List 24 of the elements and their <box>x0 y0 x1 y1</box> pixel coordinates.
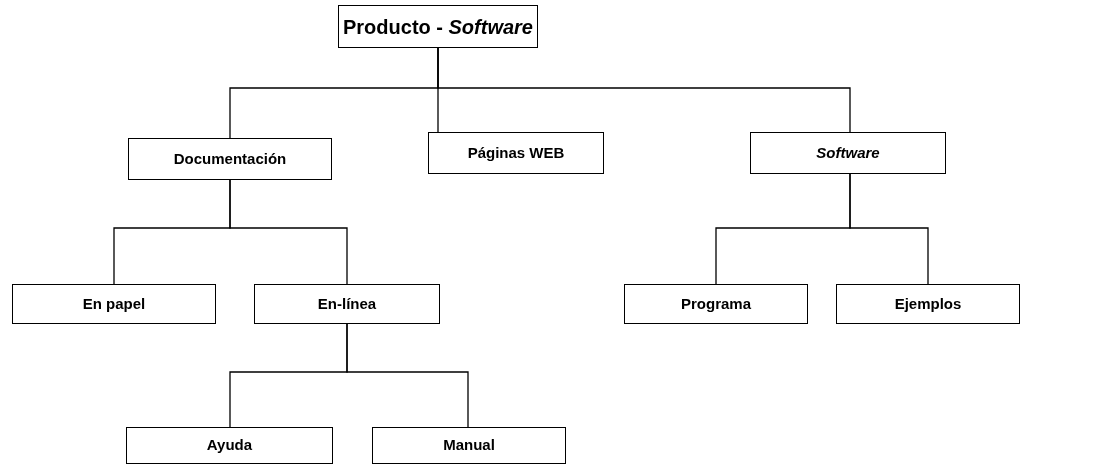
org-box <box>836 284 1020 324</box>
box-label: En-línea <box>317 293 377 314</box>
connector-line <box>437 47 851 133</box>
box-label: Ayuda <box>206 435 253 456</box>
box-label: Manual <box>443 435 495 456</box>
connector-line <box>849 173 929 285</box>
org-box <box>428 132 604 174</box>
org-box <box>750 132 946 174</box>
org-box <box>126 427 333 464</box>
box-label: Ejemplos <box>894 293 962 314</box>
box-label: Programa <box>681 293 751 314</box>
org-box <box>624 284 808 324</box>
org-box <box>254 284 440 324</box>
box-label: Software <box>816 142 880 163</box>
org-box <box>128 138 332 180</box>
org-box <box>12 284 216 324</box>
connector-line <box>229 179 348 285</box>
box-label: Producto - Software <box>343 14 533 40</box>
box-label: Documentación <box>173 148 287 169</box>
connector-line <box>346 323 469 428</box>
org-box <box>372 427 566 464</box>
box-label: Páginas WEB <box>467 142 565 163</box>
org-box <box>338 5 538 48</box>
box-label: En papel <box>82 293 146 314</box>
